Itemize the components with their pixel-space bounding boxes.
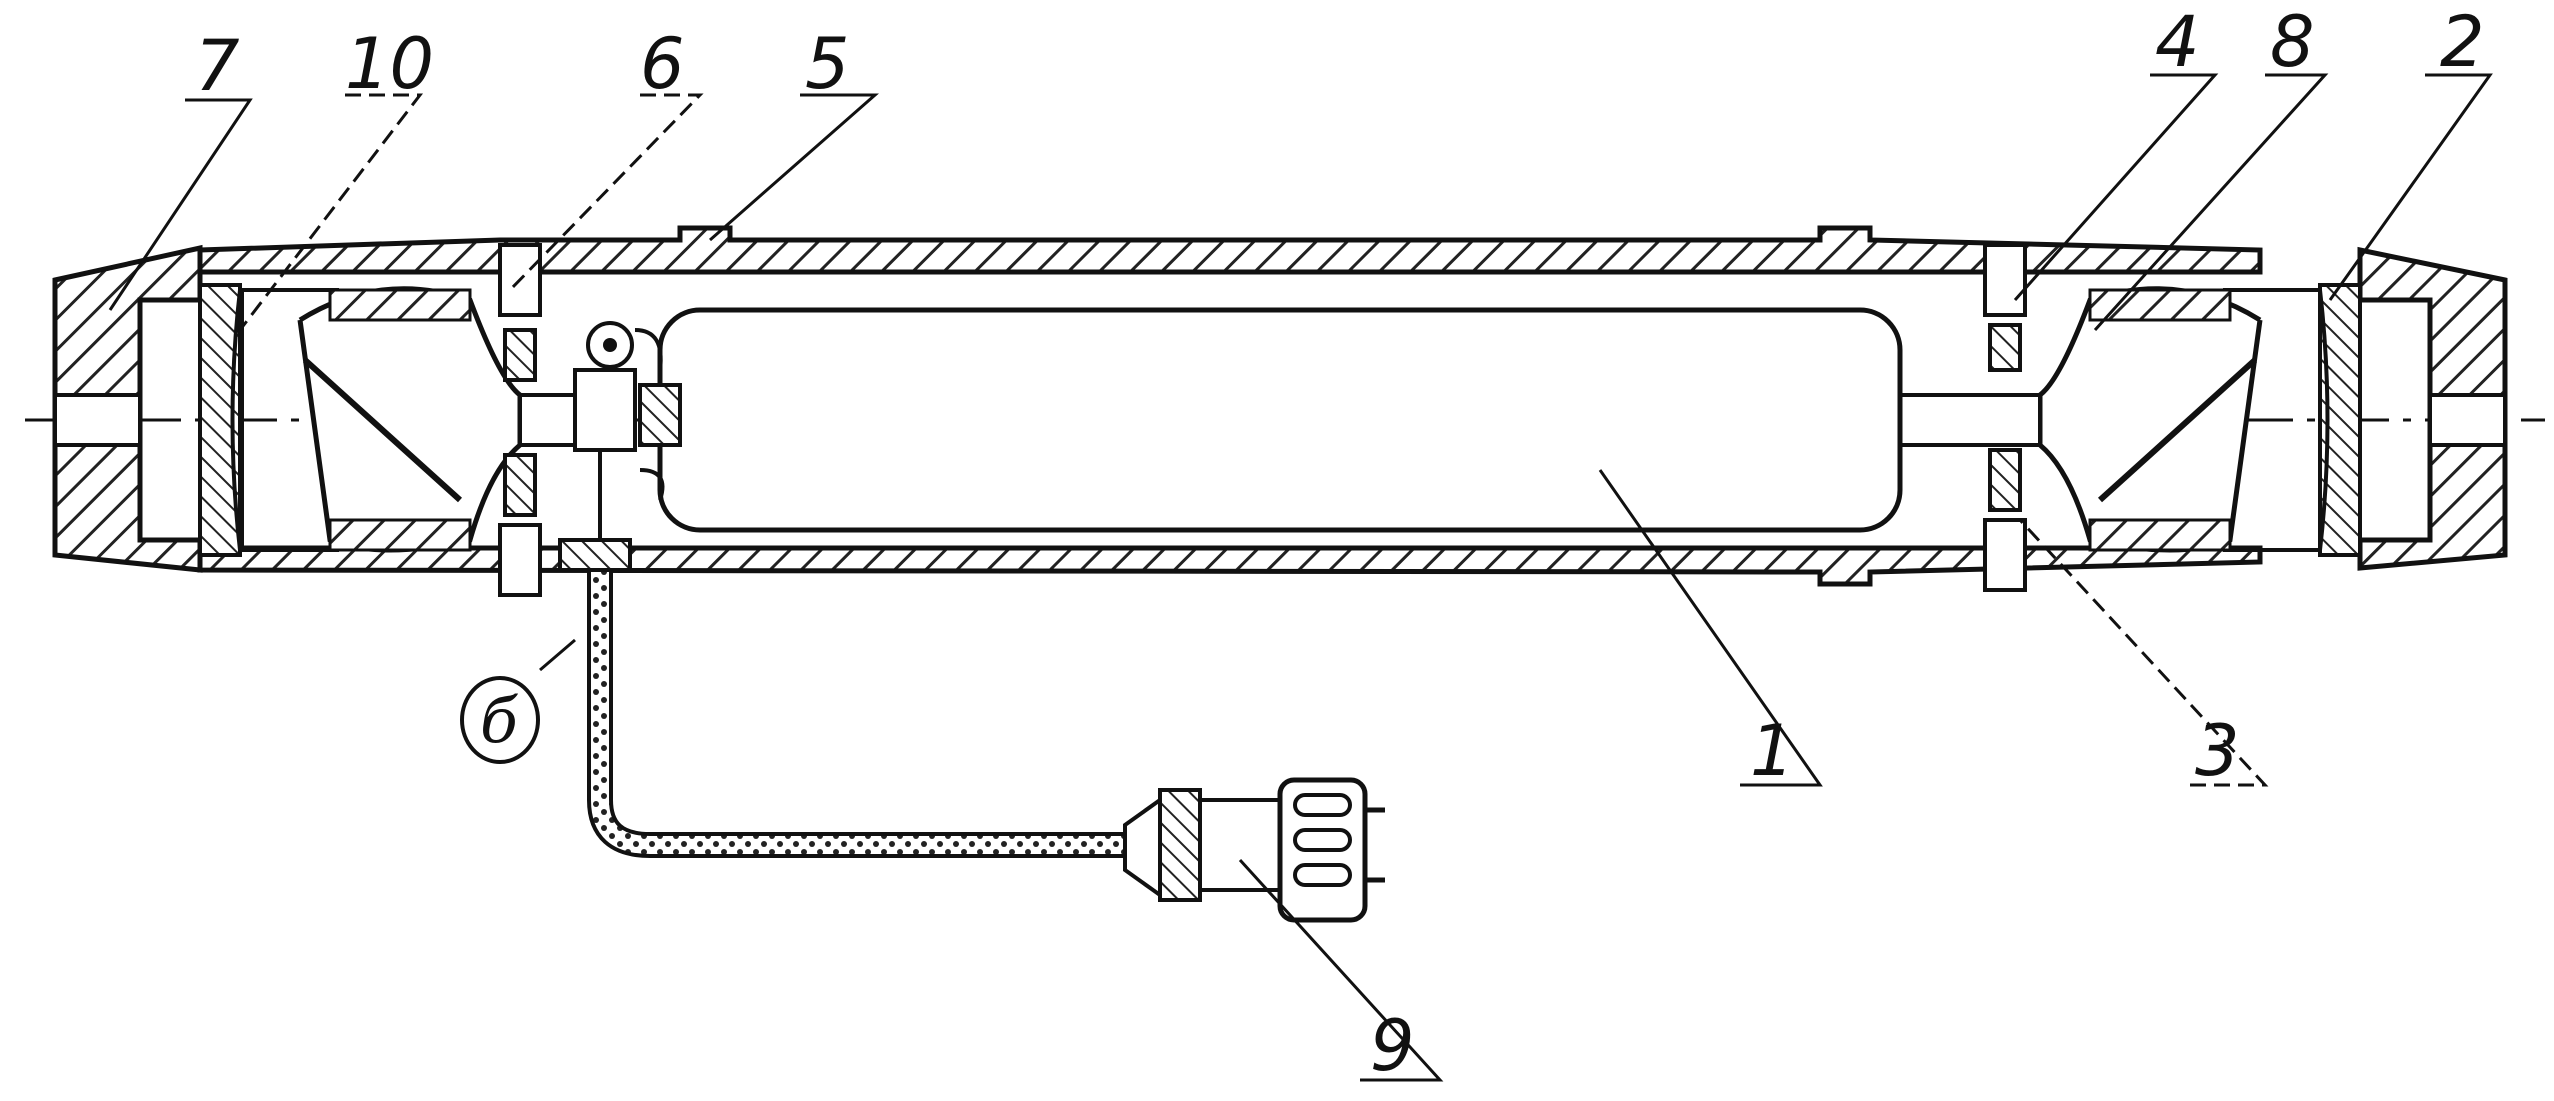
callout-8: 8 [2270,1,2315,83]
callout-1: 1 [1750,710,1795,792]
right-window [2223,283,2362,557]
plug [1123,777,1385,923]
left-electrode [297,286,523,553]
callout-4: 4 [2155,1,2200,83]
right-electrode [2037,286,2263,553]
housing-tube [197,225,2263,587]
right-neck [1878,393,2042,447]
left-end-cap [52,244,203,573]
callout-b-circle: б [460,676,540,764]
right-end-cap [2357,246,2508,571]
lamp-tube [657,307,1903,533]
callout-b: б [480,684,519,757]
left-window [198,283,339,557]
leader-lines [108,73,2493,1082]
right-clamp [1983,243,2027,592]
starter-socket [573,321,682,550]
callout-5: 5 [805,23,850,105]
callout-10: 10 [345,23,434,105]
left-neck [518,393,582,447]
callout-2: 2 [2440,1,2485,83]
cable [558,538,1130,858]
callout-6: 6 [640,23,685,105]
callout-7: 7 [195,25,240,107]
callout-3: 3 [2195,710,2240,792]
callout-9: 9 [1370,1005,1415,1087]
